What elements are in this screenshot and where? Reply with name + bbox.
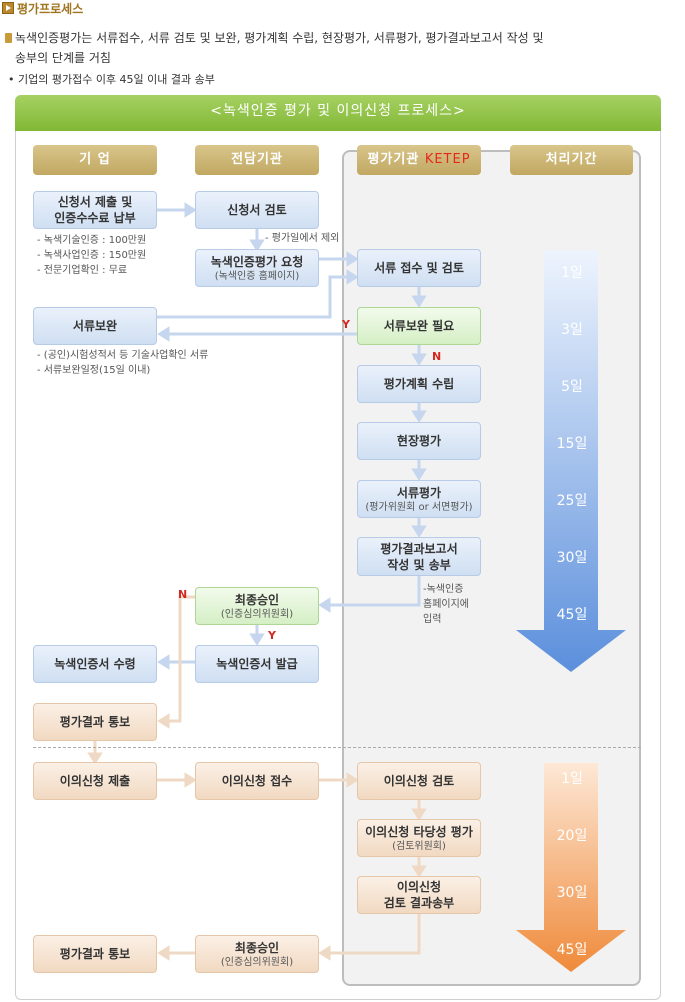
need-supplement-box: 서류보완 필요 bbox=[357, 307, 481, 345]
period-eval-7: 45일 bbox=[556, 607, 588, 623]
fee-notes: - 녹색기술인증 : 100만원 - 녹색사업인증 : 150만원 - 전문기업… bbox=[37, 233, 146, 278]
objection-result-line-1: 이의신청 bbox=[396, 880, 442, 894]
eval-plan-box: 평가계획 수립 bbox=[357, 365, 481, 403]
apply-submit-box: 신청서 제출 및 인증수수료 납부 bbox=[33, 191, 157, 229]
result-notice-label: 평가결과 통보 bbox=[59, 715, 131, 729]
period-obj-4: 45일 bbox=[556, 942, 588, 958]
cert-receive-label: 녹색인증서 수령 bbox=[54, 657, 136, 671]
period-eval-2: 3일 bbox=[561, 322, 583, 338]
evaluator-name: KETEP bbox=[424, 152, 471, 167]
doc-receipt-label: 서류 접수 및 검토 bbox=[374, 261, 464, 275]
result-notice-box: 평가결과 통보 bbox=[33, 703, 157, 741]
objection-result-box: 이의신청 검토 결과송부 bbox=[357, 876, 481, 914]
objection-result-line-2: 검토 결과송부 bbox=[383, 896, 455, 910]
site-eval-label: 현장평가 bbox=[396, 434, 442, 448]
yes-label-supplement: Y bbox=[342, 318, 350, 331]
objection-review-label: 이의신청 검토 bbox=[383, 774, 455, 788]
eval-plan-label: 평가계획 수립 bbox=[383, 377, 455, 391]
homepage-note-1: -녹색인증 bbox=[423, 584, 464, 595]
process-banner: <녹색인증 평가 및 이의신청 프로세스> bbox=[15, 95, 661, 131]
fee-note-biz: - 녹색사업인증 : 150만원 bbox=[37, 250, 147, 261]
result-notice2-box: 평가결과 통보 bbox=[33, 935, 157, 973]
fee-note-tech: - 녹색기술인증 : 100만원 bbox=[37, 235, 147, 246]
final-approval-sub: (인증심의위원회) bbox=[220, 608, 294, 620]
column-header-period: 처리기간 bbox=[510, 145, 633, 175]
homepage-note-2: 홈페이지에 bbox=[423, 599, 469, 610]
column-header-agency: 전담기관 bbox=[195, 145, 319, 175]
final-approval2-sub: (인증심의위원회) bbox=[220, 956, 294, 968]
column-header-company: 기 업 bbox=[33, 145, 157, 175]
doc-receipt-box: 서류 접수 및 검토 bbox=[357, 249, 481, 287]
evaluator-prefix: 평가기관 bbox=[367, 152, 425, 167]
report-line-1: 평가결과보고서 bbox=[380, 541, 458, 556]
period-obj-2: 20일 bbox=[556, 828, 588, 844]
intro-bullet-icon bbox=[5, 33, 12, 43]
period-eval-3: 5일 bbox=[561, 379, 583, 395]
objection-review-box: 이의신청 검토 bbox=[357, 762, 481, 800]
header-bullet-icon bbox=[2, 2, 14, 14]
supplement-note-1: - (공인)시험성적서 등 기술사업확인 서류 bbox=[37, 350, 209, 361]
doc-supplement-label: 서류보완 bbox=[72, 319, 118, 333]
no-label-supplement: N bbox=[432, 350, 442, 363]
report-box: 평가결과보고서 작성 및 송부 bbox=[357, 537, 481, 576]
objection-receipt-box: 이의신청 접수 bbox=[195, 762, 319, 800]
page-title: 평가프로세스 bbox=[17, 2, 84, 16]
objection-submit-box: 이의신청 제출 bbox=[33, 762, 157, 800]
eval-request-sub: (녹색인증 홈페이지) bbox=[214, 270, 300, 282]
period-eval-5: 25일 bbox=[556, 493, 588, 509]
yes-label-approval: Y bbox=[268, 629, 276, 642]
eval-request-label: 녹색인증평가 요청 bbox=[210, 254, 304, 269]
final-approval2-label: 최종승인 bbox=[234, 940, 280, 955]
final-approval2-box: 최종승인 (인증심의위원회) bbox=[195, 935, 319, 973]
site-eval-box: 현장평가 bbox=[357, 422, 481, 460]
exclude-note: - 평가일에서 제외 bbox=[265, 233, 340, 244]
objection-submit-label: 이의신청 제출 bbox=[59, 774, 131, 788]
supplement-notes: - (공인)시험성적서 등 기술사업확인 서류 - 서류보완일정(15일 이내) bbox=[37, 348, 208, 378]
no-label-approval: N bbox=[178, 588, 188, 601]
cert-receive-box: 녹색인증서 수령 bbox=[33, 645, 157, 683]
intro-line-2: 송부의 단계를 거침 bbox=[15, 51, 111, 65]
period-eval-4: 15일 bbox=[556, 436, 588, 452]
report-line-2: 작성 및 송부 bbox=[387, 557, 451, 572]
review-app-label: 신청서 검토 bbox=[227, 203, 287, 217]
objection-validity-sub: (검토위원회) bbox=[392, 840, 446, 852]
cert-issue-box: 녹색인증서 발급 bbox=[195, 645, 319, 683]
intro-line-1: 녹색인증평가는 서류접수, 서류 검토 및 보완, 평가계획 수립, 현장평가,… bbox=[15, 31, 544, 45]
homepage-note-3: 입력 bbox=[423, 614, 442, 625]
fee-note-expert: - 전문기업확인 : 무료 bbox=[37, 265, 128, 276]
period-obj-1: 1일 bbox=[561, 771, 583, 787]
doc-supplement-box: 서류보완 bbox=[33, 307, 157, 345]
period-arrow-eval bbox=[516, 250, 626, 672]
period-eval-1: 1일 bbox=[561, 265, 583, 281]
period-arrow-objection bbox=[516, 763, 626, 972]
period-obj-3: 30일 bbox=[556, 885, 588, 901]
review-app-box: 신청서 검토 bbox=[195, 191, 319, 229]
final-approval-box: 최종승인 (인증심의위원회) bbox=[195, 587, 319, 625]
cert-issue-label: 녹색인증서 발급 bbox=[216, 657, 298, 671]
doc-eval-label: 서류평가 bbox=[396, 485, 442, 500]
apply-line-2: 인증수수료 납부 bbox=[54, 211, 136, 225]
result-notice2-label: 평가결과 통보 bbox=[59, 947, 131, 961]
column-header-evaluator: 평가기관 KETEP bbox=[357, 145, 481, 175]
doc-eval-sub: (평가위원회 or 서면평가) bbox=[365, 501, 473, 513]
intro-text: 녹색인증평가는 서류접수, 서류 검토 및 보완, 평가계획 수립, 현장평가,… bbox=[15, 28, 615, 68]
homepage-note: -녹색인증 홈페이지에 입력 bbox=[423, 582, 469, 627]
intro-note: • 기업의 평가접수 이후 45일 이내 결과 송부 bbox=[8, 73, 215, 86]
final-approval-label: 최종승인 bbox=[234, 592, 280, 607]
objection-validity-label: 이의신청 타당성 평가 bbox=[365, 824, 473, 839]
section-divider bbox=[33, 747, 641, 748]
eval-request-box: 녹색인증평가 요청 (녹색인증 홈페이지) bbox=[195, 249, 319, 287]
apply-line-1: 신청서 제출 및 bbox=[57, 195, 133, 209]
doc-eval-box: 서류평가 (평가위원회 or 서면평가) bbox=[357, 480, 481, 518]
need-supplement-label: 서류보완 필요 bbox=[383, 319, 455, 333]
objection-receipt-label: 이의신청 접수 bbox=[221, 774, 293, 788]
objection-validity-box: 이의신청 타당성 평가 (검토위원회) bbox=[357, 819, 481, 857]
period-eval-6: 30일 bbox=[556, 550, 588, 566]
supplement-note-2: - 서류보완일정(15일 이내) bbox=[37, 365, 151, 376]
